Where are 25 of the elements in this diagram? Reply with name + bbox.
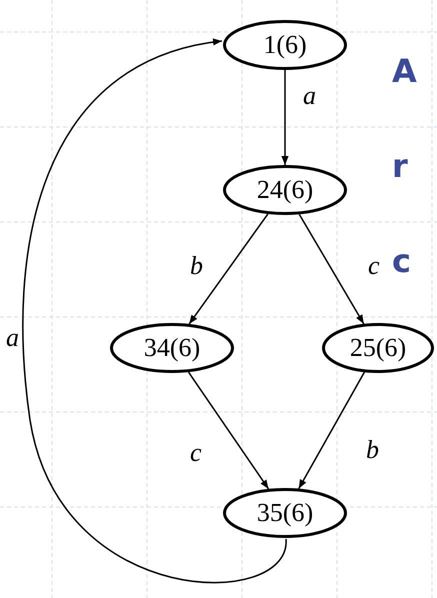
state-label: 1(6) [263,32,307,58]
arrow [298,372,365,489]
arrow [188,372,270,490]
edge-label: a [6,325,19,351]
state-label: 25(6) [350,335,406,361]
state-label: 35(6) [256,500,314,526]
arrow [188,214,268,324]
edge-label: c [368,253,380,279]
edge-label: a [303,83,316,109]
edge-label: b [366,437,379,463]
state-label: 24(6) [256,177,314,203]
state-ellipse [322,323,434,373]
state-label: 34(6) [144,335,200,361]
slide-text: r [392,150,408,182]
arrow [298,214,364,324]
edge-label: c [190,440,202,466]
state-ellipse [110,323,234,373]
arrow [22,39,287,583]
slide-text: A [392,55,417,87]
slide-text: c [392,245,411,277]
edge-label: b [190,253,203,279]
state-ellipse [223,20,347,70]
state-ellipse [223,165,347,215]
state-ellipse [223,488,347,538]
arrow [281,70,289,165]
